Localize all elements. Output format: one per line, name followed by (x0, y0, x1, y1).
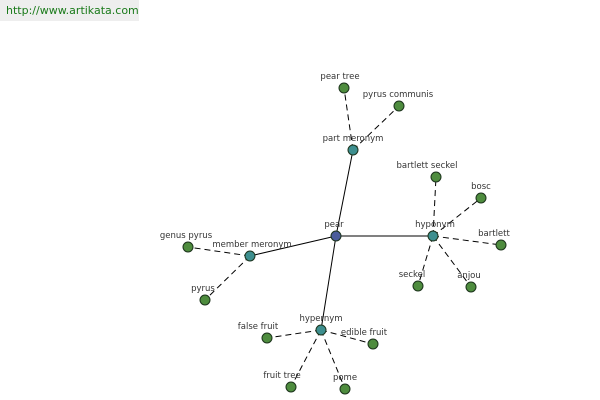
graph-node-pyrus-communis[interactable]: pyrus communis (363, 90, 434, 112)
relation-node-circle[interactable] (347, 144, 359, 156)
edge-part-meronym-pear-tree (343, 87, 354, 151)
edge-hyponym-anjou (432, 235, 472, 288)
relation-node-label: hypernym (299, 314, 342, 324)
leaf-node-label: pome (333, 373, 357, 383)
leaf-node-label: seckel (399, 270, 426, 280)
edge-hypernym-false-fruit (266, 329, 322, 339)
edge-pear-hypernym (320, 235, 337, 331)
root-node-circle[interactable] (330, 230, 342, 242)
leaf-node-circle[interactable] (199, 294, 211, 306)
graph-node-fruit-tree[interactable]: fruit tree (263, 371, 301, 393)
graph-node-bartlett[interactable]: bartlett (478, 229, 511, 251)
graph-node-pome[interactable]: pome (333, 373, 357, 395)
graph-node-anjou[interactable]: anjou (457, 271, 481, 293)
leaf-node-circle[interactable] (393, 100, 405, 112)
graph-node-genus-pyrus[interactable]: genus pyrus (160, 231, 213, 253)
graph-node-false-fruit[interactable]: false fruit (238, 322, 279, 344)
graph-node-bosc[interactable]: bosc (471, 182, 491, 204)
leaf-node-circle[interactable] (465, 281, 477, 293)
leaf-node-circle[interactable] (430, 171, 442, 183)
leaf-node-label: false fruit (238, 322, 279, 332)
graph-node-edible-fruit[interactable]: edible fruit (341, 328, 388, 350)
leaf-node-circle[interactable] (339, 383, 351, 395)
leaf-node-label: pear tree (320, 72, 359, 82)
edge-member-meronym-genus-pyrus (187, 246, 251, 257)
graph-node-hyponym[interactable]: hyponym (415, 220, 455, 242)
edge-member-meronym-pyrus (204, 255, 251, 301)
leaf-node-label: bosc (471, 182, 491, 192)
graph-node-hypernym[interactable]: hypernym (299, 314, 343, 336)
graph-node-pear-tree[interactable]: pear tree (320, 72, 360, 94)
edge-pear-part-meronym (335, 149, 354, 237)
edge-hyponym-seckel (417, 235, 434, 287)
leaf-node-circle[interactable] (495, 239, 507, 251)
graph-edges (187, 87, 502, 390)
relation-node-circle[interactable] (244, 250, 256, 262)
graph-node-part-meronym[interactable]: part meronym (323, 134, 384, 156)
edge-part-meronym-pyrus-communis (352, 105, 400, 151)
edge-pear-member-meronym (249, 235, 337, 257)
graph-node-pear[interactable]: pear (324, 220, 344, 242)
leaf-node-circle[interactable] (182, 241, 194, 253)
relation-node-label: part meronym (323, 134, 384, 144)
leaf-node-label: genus pyrus (160, 231, 213, 241)
source-url-link[interactable]: http://www.artikata.com (0, 0, 139, 21)
relation-node-label: hyponym (415, 220, 455, 230)
graph-nodes: pear tree pyrus communis bartlett seckel bo… (160, 72, 511, 395)
relation-node-circle[interactable] (427, 230, 439, 242)
edge-hyponym-bosc (432, 197, 482, 237)
leaf-node-circle[interactable] (412, 280, 424, 292)
edge-hypernym-fruit-tree (290, 329, 322, 388)
leaf-node-circle[interactable] (475, 192, 487, 204)
leaf-node-circle[interactable] (261, 332, 273, 344)
leaf-node-label: edible fruit (341, 328, 388, 338)
root-node-label: pear (324, 220, 344, 230)
leaf-node-circle[interactable] (338, 82, 350, 94)
leaf-node-circle[interactable] (285, 381, 297, 393)
leaf-node-label: fruit tree (263, 371, 300, 381)
leaf-node-label: pyrus communis (363, 90, 434, 100)
edge-hypernym-pome (320, 329, 346, 390)
graph-node-bartlett-seckel[interactable]: bartlett seckel (397, 161, 458, 183)
graph-node-member-meronym[interactable]: member meronym (212, 240, 292, 262)
graph-node-seckel[interactable]: seckel (399, 270, 426, 292)
graph-node-pyrus[interactable]: pyrus (191, 284, 215, 306)
leaf-node-label: bartlett seckel (397, 161, 458, 171)
relation-node-label: member meronym (212, 240, 291, 250)
relation-node-circle[interactable] (315, 324, 327, 336)
leaf-node-circle[interactable] (367, 338, 379, 350)
leaf-node-label: pyrus (191, 284, 215, 294)
edge-hypernym-edible-fruit (320, 329, 374, 345)
edge-hyponym-bartlett (432, 235, 502, 246)
leaf-node-label: bartlett (478, 229, 510, 239)
leaf-node-label: anjou (457, 271, 481, 281)
